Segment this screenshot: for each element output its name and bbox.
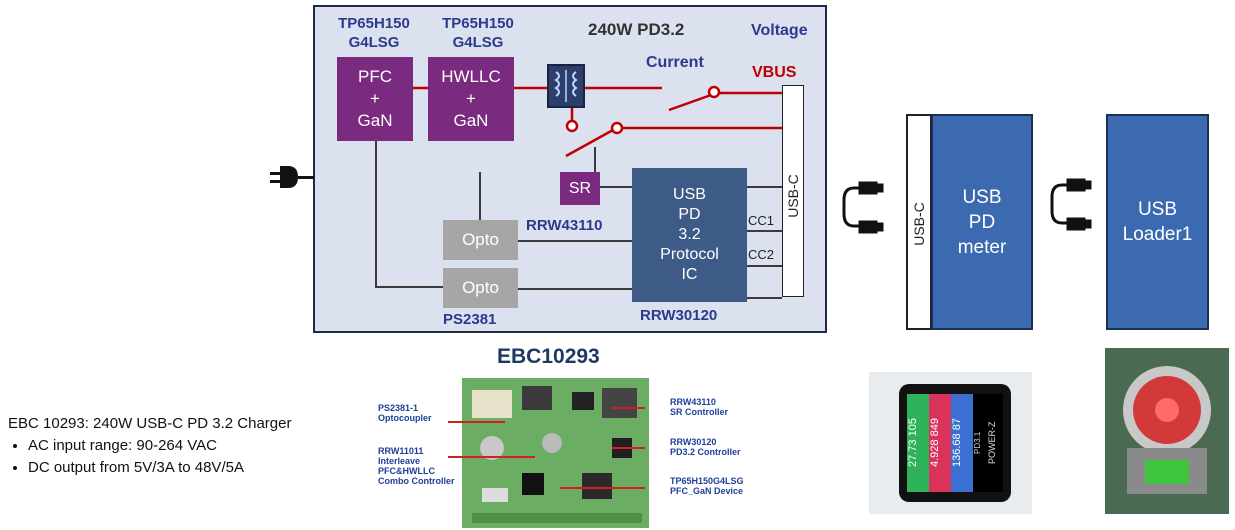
pcb-annotation-gan-device: TP65H150G4LSG PFC_GaN Device [670,476,744,496]
tap-node [565,119,579,133]
usb-ic-part-label: RRW30120 [640,307,718,324]
current-label: Current [646,54,704,71]
loader-photo-illustration [1105,348,1229,514]
pfc-gan-text: PFC + GaN [357,67,393,130]
vbus-switch-node [707,85,721,99]
voltage-label: Voltage [751,22,808,39]
diagram-title: 240W PD3.2 [588,20,685,39]
sr-switch-node [610,121,624,135]
usbc-port: USB-C [782,85,804,297]
meter-readout-amps: 4.928 849 [929,394,951,492]
ac-plug-icon [270,166,314,188]
pcb-annotation-sr-controller: RRW43110 SR Controller [670,397,729,417]
pcb-annotation-optocoupler: PS2381-1 Optocoupler [378,403,432,423]
pfc-gan-block: PFC + GaN [337,57,413,141]
usb-pd-protocol-ic: USB PD 3.2 Protocol IC [632,168,747,302]
switch-arm-2 [565,128,614,158]
charger-description: EBC 10293: 240W USB-C PD 3.2 Charger AC … [8,413,368,479]
pcb-annotation-pd-controller: RRW30120 PD3.2 Controller [670,437,741,457]
hwllc-part-label: TP65H150 G4LSG [442,15,514,51]
meter-readout-volts: 27.73 105 [907,394,929,492]
usb-cable-icon-1 [842,181,884,234]
vbus-label: VBUS [752,64,797,81]
hwllc-gan-text: HWLLC + GaN [441,67,501,130]
opto-text-1: Opto [462,230,499,249]
meter-readout-watts: 136.68 87 [951,394,973,492]
usb-loader-text: USB Loader1 [1122,199,1193,245]
usb-pd-meter-text: USB PD meter [957,186,1007,258]
opto-block-2: Opto [443,268,518,308]
sr-text: SR [568,179,592,197]
usb-pd-meter-block: USB PD meter [931,114,1033,330]
sr-part-label: RRW43110 [526,217,603,234]
pfc-part-label: TP65H150 G4LSG [338,15,410,51]
pd-meter-photo: 27.73 105 4.928 849 136.68 87 PD3.1 POWE… [869,372,1032,514]
bullet-ac-range: AC input range: 90-264 VAC [28,435,368,457]
switch-arm-1 [668,93,712,112]
usb-pd-ic-text: USB PD 3.2 Protocol IC [660,186,719,283]
cc2-label: CC2 [748,247,775,262]
usb-cable-icon-2 [1050,178,1092,231]
opto-part-label: PS2381 [443,311,497,328]
bullet-dc-output: DC output from 5V/3A to 48V/5A [28,457,368,479]
meter-brand: POWER-Z [987,421,997,465]
sr-block: SR [560,172,600,205]
usb-loader-block: USB Loader1 [1106,114,1209,330]
pcb-photo [462,378,649,528]
description-heading: EBC 10293: 240W USB-C PD 3.2 Charger [8,415,292,432]
wire-pfc-ground [375,140,443,288]
opto-text-2: Opto [462,278,499,297]
meter-mode: PD3.1 [973,431,982,455]
opto-block-1: Opto [443,220,518,260]
board-title: EBC10293 [497,345,600,368]
pcb-photo-illustration [462,378,649,528]
hwllc-gan-block: HWLLC + GaN [428,57,514,141]
pcb-annotation-combo-controller: RRW11011 Interleave PFC&HWLLC Combo Cont… [378,446,455,486]
transformer-icon [547,64,585,108]
description-bullets: AC input range: 90-264 VAC DC output fro… [8,435,368,479]
loader-photo [1105,348,1229,514]
cc1-label: CC1 [748,213,775,228]
meter-screen: 27.73 105 4.928 849 136.68 87 PD3.1 POWE… [907,394,1003,492]
